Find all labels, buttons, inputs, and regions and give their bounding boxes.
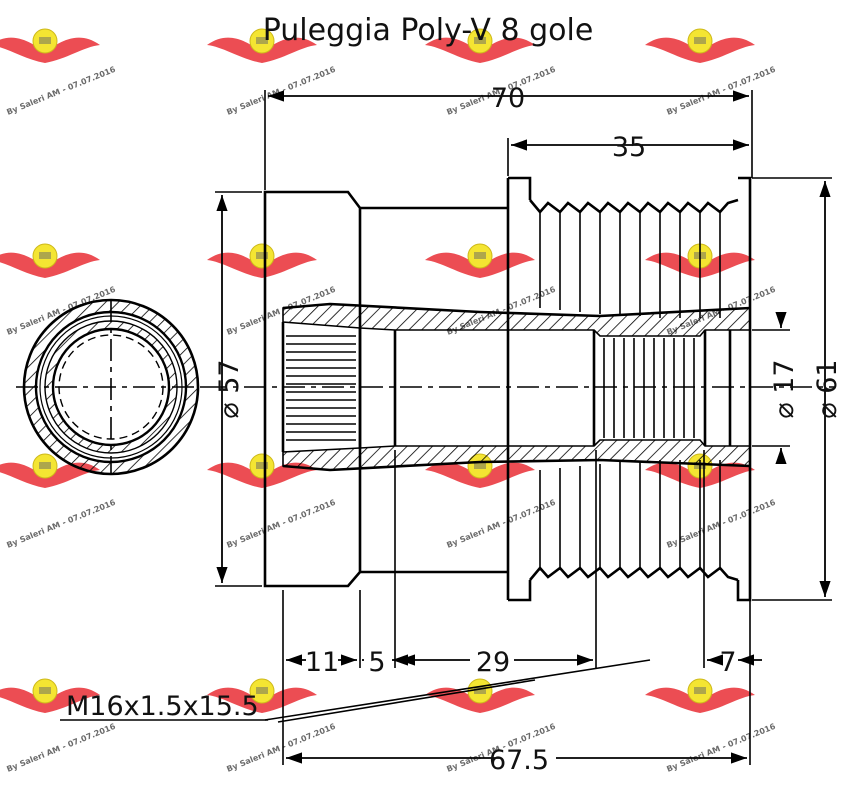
watermark-text: By Saleri AM - 07.07.2016 [225,65,337,117]
dim-bore-length: 29 [476,647,510,678]
dim-pulley-length: 35 [612,132,646,163]
watermark-text: By Saleri AM - 07.07.2016 [5,65,117,117]
end-view [16,298,206,476]
watermark-text: By Saleri AM - 07.07.2016 [5,498,117,550]
dim-neck-length: 5 [368,647,385,678]
watermark-text: By Saleri AM - 07.07.2016 [5,722,117,774]
dim-pulley-diameter: ⌀ 61 [812,359,843,418]
watermark-text: By Saleri AM - 07.07.2016 [225,722,337,774]
thread-callout: M16x1.5x15.5 [66,691,259,722]
dim-flange-length: 11 [305,647,339,678]
dim-bore-diameter: ⌀ 17 [769,359,800,418]
dim-overall-length: 70 [491,83,525,114]
watermark-text: By Saleri AM - 07.07.2016 [665,498,777,550]
pulley-outline [205,176,835,602]
dim-flange-diameter: ⌀ 57 [214,359,245,418]
dimension-texts: 70 35 ⌀ 57 ⌀ 17 ⌀ 61 11 5 29 7 67.5 M16x… [66,83,843,776]
watermark-text: By Saleri AM - 07.07.2016 [665,65,777,117]
dim-total-bottom: 67.5 [489,745,549,776]
drawing-title: Puleggia Poly-V 8 gole [263,13,594,48]
watermark-text: By Saleri AM - 07.07.2016 [225,498,337,550]
watermark-text: By Saleri AM - 07.07.2016 [665,722,777,774]
dimension-lines [60,90,832,765]
dim-end-length: 7 [719,647,736,678]
